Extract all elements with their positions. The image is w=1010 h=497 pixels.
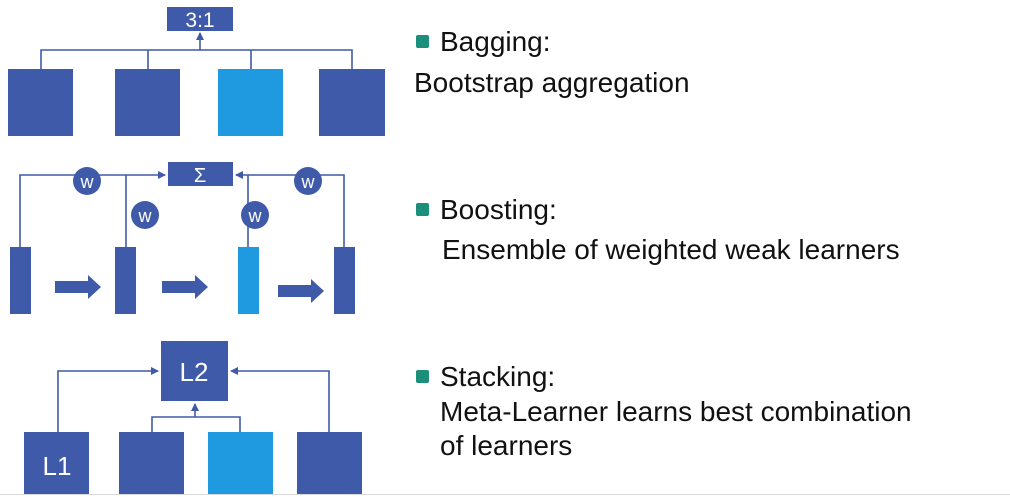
- sequence-arrow-icon-1: [55, 275, 101, 299]
- boosting-bullet-icon: [416, 203, 429, 216]
- stacking-diagram: L2 L1: [24, 341, 362, 494]
- bagging-learner-3: [218, 69, 283, 136]
- stacking-base-learner-3: [208, 432, 273, 494]
- bagging-aggregator-label: 3:1: [185, 9, 214, 32]
- boosting-description: Ensemble of weighted weak learners: [442, 234, 900, 265]
- boosting-learner-4: [334, 247, 355, 314]
- weight-label-3: w: [248, 206, 263, 226]
- stacking-bullet-icon: [416, 370, 429, 383]
- boosting-learner-3: [238, 247, 259, 314]
- weight-label-2: w: [138, 206, 153, 226]
- bagging-diagram: 3:1: [8, 7, 385, 136]
- stacking-meta-learner-box: [161, 341, 228, 401]
- boosting-title: Boosting:: [440, 194, 557, 225]
- stacking-base-learner-1: [24, 432, 89, 494]
- stacking-title: Stacking:: [440, 361, 556, 392]
- sequence-arrow-icon-2: [162, 275, 208, 299]
- boosting-sum-box: [168, 162, 233, 186]
- bagging-learner-2: [115, 69, 180, 136]
- boosting-learner-2: [115, 247, 136, 314]
- boosting-connector-left-outer: [19, 171, 166, 247]
- stacking-base-learner-2: [119, 432, 184, 494]
- stacking-base-learner-label: L1: [43, 451, 72, 481]
- weight-icon-3: [241, 201, 269, 229]
- bagging-bullet-icon: [416, 35, 429, 48]
- weight-label-1: w: [80, 172, 95, 192]
- boosting-diagram: Σ w w w w: [10, 162, 355, 314]
- weight-icon-4: [294, 167, 322, 195]
- bagging-connector-lines: [40, 49, 353, 69]
- bagging-learner-4: [319, 69, 385, 136]
- stacking-meta-learner-label: L2: [180, 357, 209, 387]
- boosting-connector-right-outer: [235, 171, 345, 247]
- boosting-learner-1: [10, 247, 31, 314]
- bottom-divider: [0, 494, 1010, 495]
- stacking-connector-right: [230, 367, 330, 432]
- bagging-learner-1: [8, 69, 73, 136]
- weight-icon-1: [73, 167, 101, 195]
- bagging-description: Bootstrap aggregation: [414, 67, 690, 98]
- bagging-aggregator-box: [167, 7, 233, 31]
- weight-label-4: w: [301, 172, 316, 192]
- bagging-title: Bagging:: [440, 26, 551, 57]
- stacking-description-line-1: Meta-Learner learns best combination: [440, 396, 912, 427]
- weight-icon-2: [131, 201, 159, 229]
- boosting-sum-label: Σ: [194, 165, 206, 187]
- stacking-connector-middle: [151, 416, 241, 432]
- stacking-connector-left: [57, 367, 159, 432]
- stacking-base-learner-4: [297, 432, 362, 494]
- sequence-arrow-icon-3: [278, 279, 324, 303]
- stacking-description-line-2: of learners: [440, 430, 573, 461]
